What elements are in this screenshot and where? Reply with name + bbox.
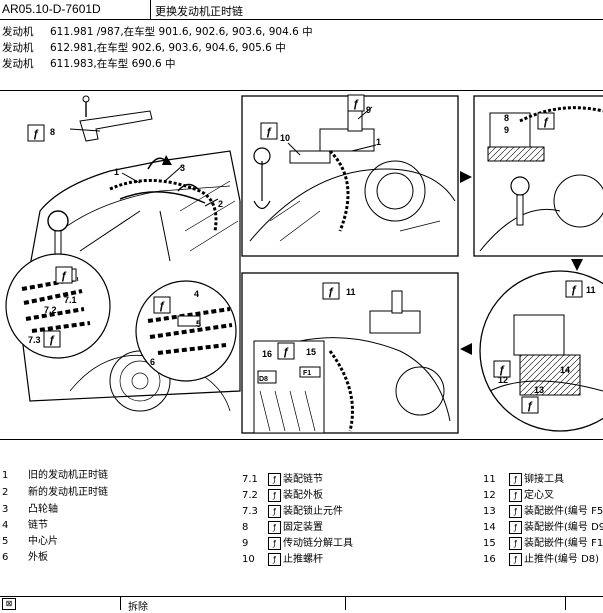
callout: 11 xyxy=(346,287,356,297)
callout: 16 xyxy=(262,349,272,359)
engine-label: 发动机 xyxy=(2,58,34,70)
header-divider xyxy=(150,0,151,19)
wrench-icon: ƒ xyxy=(268,552,281,566)
footer-step-label: 拆除 xyxy=(128,602,148,613)
svg-text:ƒ: ƒ xyxy=(49,334,55,346)
wrench-icon: ƒ xyxy=(268,520,281,534)
footer-table: ⊠ 拆除 xyxy=(0,596,603,613)
arrow-down-icon xyxy=(571,259,583,271)
svg-text:ƒ: ƒ xyxy=(527,400,533,412)
wrench-icon: ƒ xyxy=(509,504,522,518)
wrench-icon: ƒ xyxy=(509,472,522,486)
engine-label: 发动机 xyxy=(2,42,34,54)
table-divider xyxy=(120,597,121,610)
expand-icon[interactable]: ⊠ xyxy=(2,598,16,610)
illustration: ƒ ƒ ƒ ƒ 8 1 3 2 7.1 7.2 7.3 4 5 6 ƒ ƒ 10 xyxy=(5,94,603,434)
table-divider xyxy=(565,597,566,610)
panel-fixing-device: ƒ 8 9 xyxy=(473,95,603,257)
callout: 1 xyxy=(114,167,119,177)
callout: 7.2 xyxy=(44,305,57,315)
doc-title: 更换发动机正时链 xyxy=(155,5,243,18)
arrow-right-icon xyxy=(460,171,472,183)
callout: 8 xyxy=(504,113,509,123)
wrench-icon: ƒ xyxy=(509,488,522,502)
engine-models: 612.981,在车型 902.6, 903.6, 904.6, 905.6 中 xyxy=(50,42,286,54)
callout: 7.1 xyxy=(64,295,77,305)
svg-text:ƒ: ƒ xyxy=(543,116,549,128)
wrench-icon: ƒ xyxy=(268,472,281,486)
callout: 14 xyxy=(560,365,570,375)
document-header: AR05.10-D-7601D 更换发动机正时链 xyxy=(0,0,603,20)
callout: 6 xyxy=(150,357,155,367)
callout: 9 xyxy=(366,105,371,115)
callout: 15 xyxy=(306,347,316,357)
engine-models: 611.981 /987,在车型 901.6, 902.6, 903.6, 90… xyxy=(50,26,313,38)
svg-text:ƒ: ƒ xyxy=(266,126,272,138)
engine-line-3: 发动机 611.983,在车型 690.6 中 xyxy=(2,56,176,71)
wrench-icon: ƒ xyxy=(509,552,522,566)
callout: F1 xyxy=(303,370,311,377)
callout: 4 xyxy=(194,289,199,299)
engine-models: 611.983,在车型 690.6 中 xyxy=(50,58,176,70)
callout: 3 xyxy=(180,163,185,173)
svg-text:ƒ: ƒ xyxy=(61,270,67,282)
callout: 11 xyxy=(586,285,596,295)
wrench-icon: ƒ xyxy=(268,488,281,502)
svg-text:ƒ: ƒ xyxy=(328,286,334,298)
engine-line-1: 发动机 611.981 /987,在车型 901.6, 902.6, 903.6,… xyxy=(2,24,313,39)
doc-number: AR05.10-D-7601D xyxy=(2,2,101,16)
callout: 5 xyxy=(196,319,201,329)
illustration-area: ƒ ƒ ƒ ƒ 8 1 3 2 7.1 7.2 7.3 4 5 6 ƒ ƒ 10 xyxy=(0,90,603,440)
svg-text:ƒ: ƒ xyxy=(33,128,39,140)
callout: 8 xyxy=(50,127,55,137)
wrench-icon: ƒ xyxy=(268,504,281,518)
callout: D8 xyxy=(259,376,268,383)
table-divider xyxy=(345,597,346,610)
engine-line-2: 发动机 612.981,在车型 902.6, 903.6, 904.6, 905.… xyxy=(2,40,286,55)
callout: 12 xyxy=(498,375,508,385)
wrench-icon: ƒ xyxy=(509,536,522,550)
callout: 7.3 xyxy=(28,335,41,345)
wrench-icon: ƒ xyxy=(509,520,522,534)
panel-engine-overview: ƒ ƒ ƒ ƒ 8 1 3 2 7.1 7.2 7.3 4 5 6 xyxy=(5,95,241,412)
callout: 10 xyxy=(280,133,290,143)
svg-text:ƒ: ƒ xyxy=(353,98,359,110)
svg-text:ƒ: ƒ xyxy=(571,284,577,296)
svg-text:ƒ: ƒ xyxy=(159,300,165,312)
wrench-icon: ƒ xyxy=(268,536,281,550)
callout: 1 xyxy=(376,137,381,147)
callout: 2 xyxy=(218,199,223,209)
panel-riveting-tool: ƒ ƒ 11 16 15 D8 F1 xyxy=(241,272,459,434)
callout: 13 xyxy=(534,385,544,395)
arrow-left-icon xyxy=(460,343,472,355)
svg-text:ƒ: ƒ xyxy=(499,364,505,376)
panel-riveting-detail: ƒ ƒ ƒ 11 12 13 14 xyxy=(479,270,603,432)
engine-label: 发动机 xyxy=(2,26,34,38)
panel-tool-install: ƒ ƒ 10 9 1 xyxy=(241,94,459,257)
svg-text:ƒ: ƒ xyxy=(283,346,289,358)
callout: 9 xyxy=(504,125,509,135)
